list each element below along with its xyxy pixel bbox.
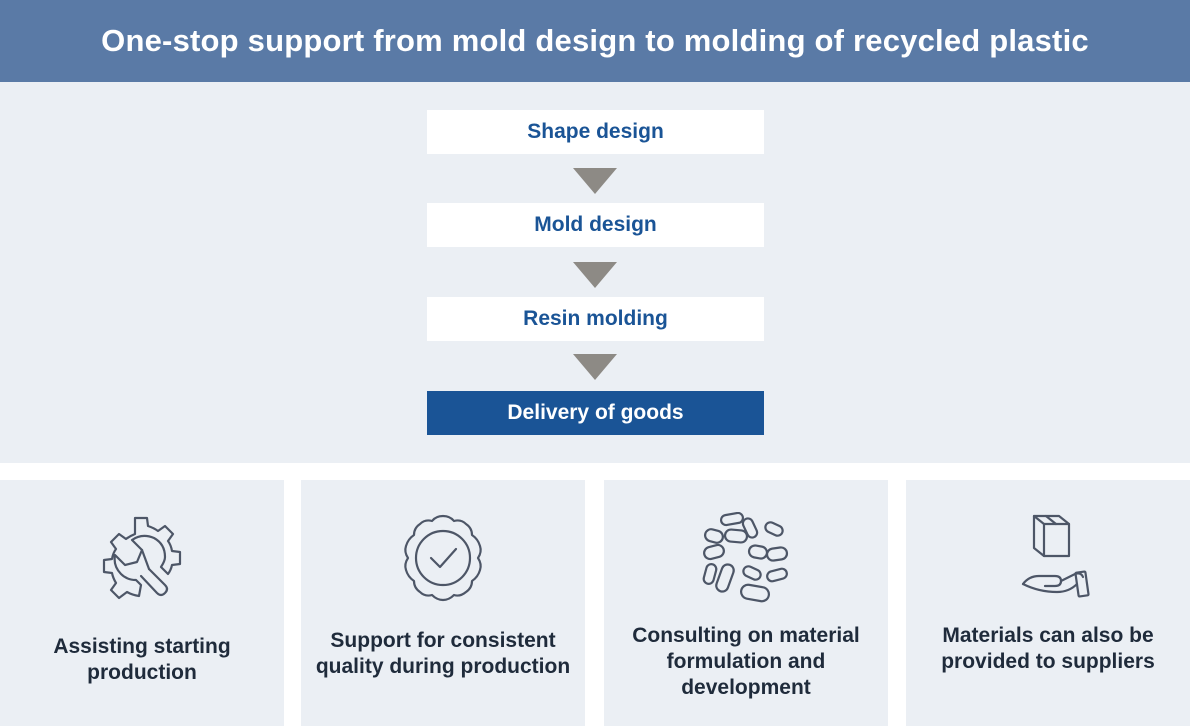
feature-label: Materials can also be provided to suppli… (941, 624, 1155, 673)
step-delivery-of-goods: Delivery of goods (427, 391, 764, 435)
feature-label: Assisting starting production (53, 635, 231, 684)
box-hand-icon (1021, 514, 1090, 598)
down-arrow-icon (573, 168, 617, 194)
resin-pellets-icon (702, 512, 789, 603)
feature-label: Consulting on material formulation and d… (632, 624, 860, 699)
feature-label: Support for consistent quality during pr… (315, 629, 571, 678)
down-arrow-icon (573, 262, 617, 288)
page-title: One-stop support from mold design to mol… (0, 0, 1190, 82)
feature-card-material-consulting: Consulting on material formulation and d… (604, 480, 888, 726)
step-mold-design: Mold design (427, 203, 764, 247)
gear-wrench-icon (102, 516, 182, 600)
feature-card-assisting-production: Assisting starting production (0, 480, 284, 726)
step-shape-design: Shape design (427, 110, 764, 154)
feature-card-consistent-quality: Support for consistent quality during pr… (301, 480, 585, 726)
process-flow: Shape design Mold design Resin molding D… (0, 82, 1190, 463)
feature-card-materials-to-suppliers: Materials can also be provided to suppli… (906, 480, 1190, 726)
quality-badge-icon (404, 514, 482, 602)
step-resin-molding: Resin molding (427, 297, 764, 341)
down-arrow-icon (573, 354, 617, 380)
